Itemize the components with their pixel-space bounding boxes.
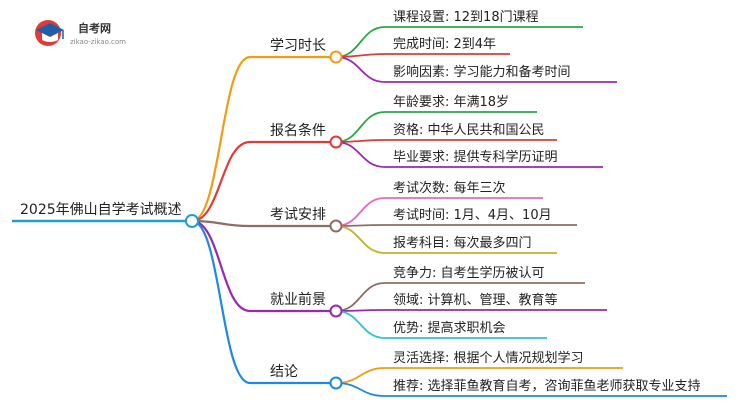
branch-node-circle — [329, 135, 343, 149]
branch-label: 就业前景 — [270, 291, 326, 308]
leaf-connector — [335, 224, 386, 227]
leaf-label: 推荐: 选择菲鱼教育自考，咨询菲鱼老师获取专业支持 — [393, 378, 701, 394]
leaf-connector — [335, 367, 386, 384]
leaf-label: 影响因素: 学习能力和备考时间 — [393, 64, 571, 80]
root-label: 2025年佛山自学考试概述 — [20, 202, 182, 218]
leaf-connector — [335, 111, 386, 143]
branch-label: 报名条件 — [270, 122, 326, 139]
leaf-connector — [335, 197, 386, 227]
leaf-label: 年龄要求: 年满18岁 — [393, 95, 509, 110]
leaf-connector — [335, 309, 386, 312]
leaf-connector — [335, 310, 386, 339]
leaf-label: 竞争力: 自考生学历被认可 — [393, 265, 545, 281]
leaf-connector — [335, 26, 386, 58]
leaf-label: 灵活选择: 根据个人情况规划学习 — [393, 350, 584, 366]
leaf-connector — [335, 225, 386, 254]
branch-node-circle — [329, 304, 343, 318]
branch-connector — [191, 55, 251, 223]
branch-label: 考试安排 — [270, 207, 326, 223]
branch-connector — [191, 219, 251, 385]
leaf-label: 资格: 中华人民共和国公民 — [393, 122, 545, 138]
leaf-connector — [335, 282, 386, 312]
root-node-circle — [185, 214, 199, 228]
branch-connector — [191, 140, 251, 223]
leaf-label: 报考科目: 每次最多四门 — [393, 235, 532, 251]
branch-node-circle — [329, 219, 343, 233]
leaf-label: 完成时间: 2到4年 — [393, 37, 496, 52]
graduation-cap-icon — [35, 20, 64, 46]
branch-label: 结论 — [270, 364, 298, 380]
leaf-label: 考试次数: 每年三次 — [393, 180, 506, 196]
logo-url: zikao-zikao.com — [70, 38, 126, 46]
leaf-label: 考试时间: 1月、4月、10月 — [393, 208, 552, 223]
branch-connector — [191, 219, 251, 313]
leaf-label: 优势: 提高求职机会 — [393, 320, 506, 336]
leaf-label: 课程设置: 12到18门课程 — [393, 10, 539, 25]
leaf-connector — [335, 382, 386, 397]
logo-title: 自考网 — [78, 22, 111, 35]
leaf-label: 领域: 计算机、管理、教育等 — [393, 292, 558, 308]
leaf-label: 毕业要求: 提供专科学历证明 — [393, 149, 558, 165]
logo: 自考网 zikao-zikao.com — [30, 14, 150, 50]
leaf-connector — [335, 56, 386, 83]
branch-node-circle — [329, 376, 343, 390]
branch-node-circle — [329, 50, 343, 64]
leaf-connector — [335, 141, 386, 168]
branch-label: 学习时长 — [270, 38, 326, 54]
